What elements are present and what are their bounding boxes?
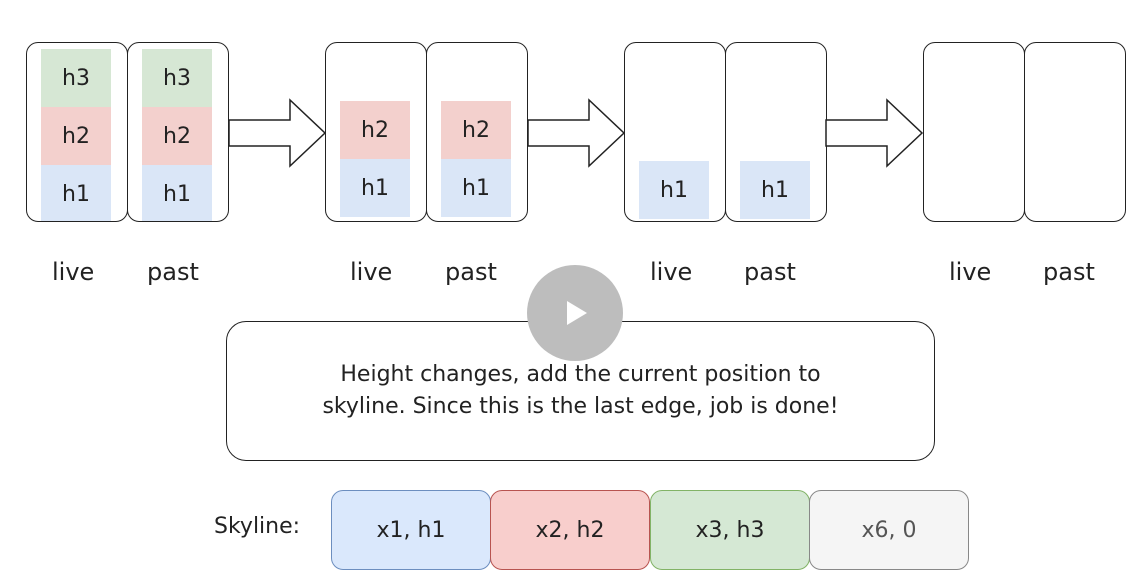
right-arrow-icon [228, 98, 327, 168]
band-h3: h3 [41, 49, 111, 107]
right-arrow-icon [825, 98, 924, 168]
band-h1: h1 [41, 165, 111, 221]
stage-4-past-label: past [1043, 258, 1095, 286]
stage-2-live-label: live [350, 258, 393, 286]
band-h2: h2 [142, 107, 212, 165]
stage-1-live-label: live [52, 258, 95, 286]
band-h1: h1 [340, 159, 410, 217]
stage-1-live-stack: h3 h2 h1 [26, 42, 128, 222]
stage-4-live-stack [923, 42, 1025, 222]
stage-2-past-label: past [445, 258, 497, 286]
band-h1: h1 [639, 161, 709, 219]
band-h2: h2 [340, 101, 410, 159]
stage-1-past-label: past [147, 258, 199, 286]
stage-3-past-label: past [744, 258, 796, 286]
stage-2-past-stack: h2 h1 [426, 42, 528, 222]
stage-3-live-label: live [650, 258, 693, 286]
stage-3-live-stack: h1 [624, 42, 726, 222]
note-line-2: skyline. Since this is the last edge, jo… [322, 394, 839, 419]
band-h1: h1 [740, 161, 810, 219]
stage-4-live-label: live [949, 258, 992, 286]
play-icon[interactable] [527, 265, 623, 361]
note-line-1: Height changes, add the current position… [340, 362, 821, 387]
stage-2-live-stack: h2 h1 [325, 42, 427, 222]
stage-1-past-stack: h3 h2 h1 [127, 42, 229, 222]
band-h2: h2 [441, 101, 511, 159]
skyline-entry: x3, h3 [650, 490, 810, 570]
skyline-entry: x6, 0 [809, 490, 969, 570]
band-h1: h1 [441, 159, 511, 217]
band-h1: h1 [142, 165, 212, 221]
skyline-entry: x1, h1 [331, 490, 491, 570]
right-arrow-icon [527, 98, 626, 168]
stage-3-past-stack: h1 [725, 42, 827, 222]
band-h3: h3 [142, 49, 212, 107]
stage-4-past-stack [1024, 42, 1126, 222]
explanation-note: Height changes, add the current position… [226, 321, 935, 461]
band-h2: h2 [41, 107, 111, 165]
skyline-label: Skyline: [214, 514, 301, 539]
skyline-entry: x2, h2 [490, 490, 650, 570]
